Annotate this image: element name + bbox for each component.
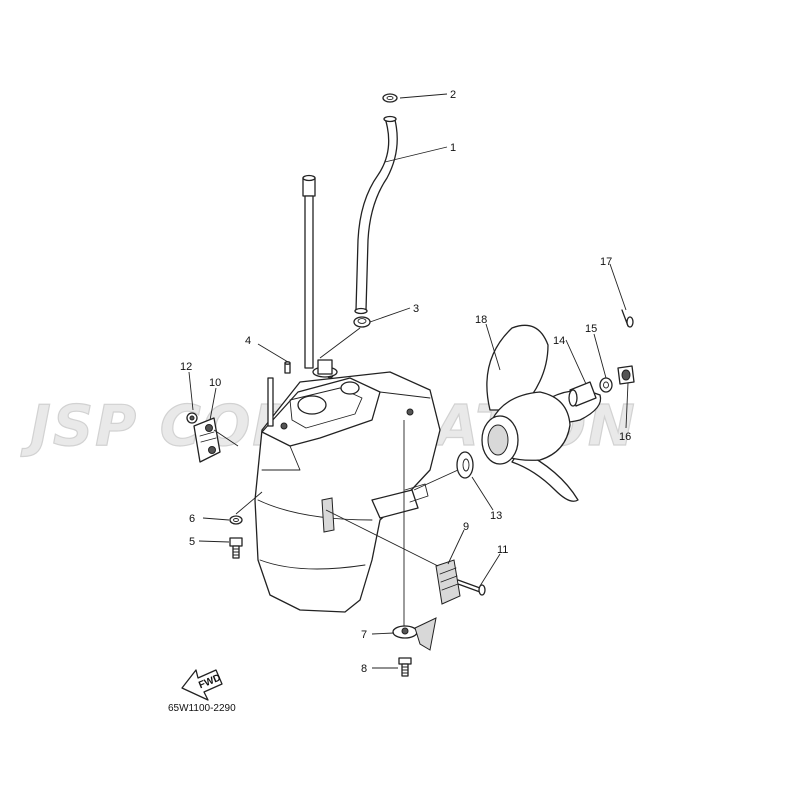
callout-9: 9: [463, 521, 469, 533]
callout-1: 1: [450, 142, 456, 154]
screw-11[interactable]: [457, 579, 486, 596]
callout-18: 18: [475, 314, 487, 326]
grommet-2[interactable]: [382, 93, 398, 103]
propeller-18[interactable]: [481, 324, 602, 502]
callout-15: 15: [585, 323, 597, 335]
bolt-8[interactable]: [398, 657, 412, 677]
dowel-pin-4[interactable]: [284, 361, 291, 374]
callout-14: 14: [553, 335, 565, 347]
seal-3[interactable]: [353, 316, 371, 328]
diagram-code: 65W1100-2290: [168, 703, 236, 714]
callout-8: 8: [361, 663, 367, 675]
spacer-14[interactable]: [568, 381, 597, 407]
water-tube[interactable]: [354, 115, 398, 315]
leader-lines: [188, 93, 629, 669]
callout-10: 10: [209, 377, 221, 389]
callout-12: 12: [180, 361, 192, 373]
bolt-5[interactable]: [229, 537, 243, 559]
callout-16: 16: [619, 431, 631, 443]
plate-10[interactable]: [193, 417, 221, 463]
thrust-washer-13[interactable]: [456, 451, 474, 479]
bolt-12[interactable]: [186, 412, 198, 424]
callout-5: 5: [189, 536, 195, 548]
plate-9[interactable]: [435, 559, 461, 605]
washer-15[interactable]: [599, 377, 613, 393]
fwd-arrow-icon: FWD: [181, 669, 223, 701]
callout-2: 2: [450, 89, 456, 101]
callout-11: 11: [497, 544, 508, 556]
callout-4: 4: [245, 335, 251, 347]
nut-16[interactable]: [617, 365, 635, 385]
drive-shaft[interactable]: [302, 174, 338, 378]
callout-7: 7: [361, 629, 367, 641]
callout-13: 13: [490, 510, 502, 522]
callout-17: 17: [600, 256, 612, 268]
stud-bolt[interactable]: [267, 377, 274, 427]
cotter-pin-17[interactable]: [621, 309, 634, 328]
callout-6: 6: [189, 513, 195, 525]
washer-6[interactable]: [229, 515, 243, 525]
anode-7[interactable]: [392, 617, 437, 651]
callout-3: 3: [413, 303, 419, 315]
callout-labels: 2 1 3 4 12 10 6 5 7 8 9 11 13 14 15 16 1…: [180, 89, 631, 675]
lower-casing[interactable]: [254, 371, 441, 613]
